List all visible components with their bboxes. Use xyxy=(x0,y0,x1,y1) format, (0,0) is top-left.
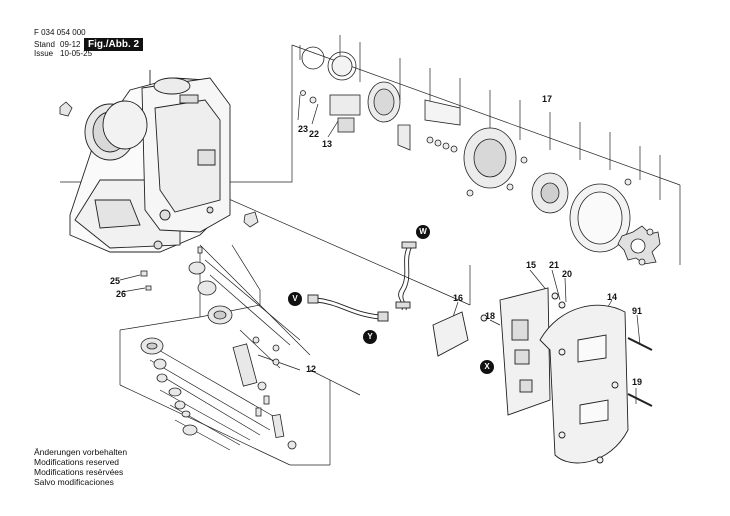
right-lower-parts xyxy=(432,287,653,464)
callout-14: 14 xyxy=(607,292,618,302)
callout-17: 17 xyxy=(542,94,553,104)
modification-notes: Änderungen vorbehalten Modifications res… xyxy=(34,447,127,487)
note-de: Änderungen vorbehalten xyxy=(34,447,128,457)
callout-20: 20 xyxy=(562,269,573,279)
connector-y-marker: Y xyxy=(363,330,377,344)
housing-small-parts xyxy=(59,101,259,291)
leader-lines xyxy=(60,35,681,466)
callout-13: 13 xyxy=(322,139,333,149)
callout-19: 19 xyxy=(632,377,643,387)
cables xyxy=(307,241,417,322)
connector-w-marker: W xyxy=(416,225,430,239)
note-es: Salvo modificaciones xyxy=(34,477,114,487)
note-en: Modifications reserved xyxy=(34,457,120,467)
issue-label: Issue xyxy=(34,49,54,58)
doc-number: F 034 054 000 xyxy=(34,28,86,37)
callout-21: 21 xyxy=(549,260,560,270)
callout-16: 16 xyxy=(453,293,464,303)
callout-18: 18 xyxy=(485,311,496,321)
figure-label: Fig./Abb. 2 xyxy=(84,38,144,51)
connector-x-marker: X xyxy=(480,360,494,374)
stand-value: 09-12 xyxy=(60,40,81,49)
lower-left-parts xyxy=(140,261,297,450)
callout-91: 91 xyxy=(632,306,643,316)
connector-v-marker: V xyxy=(288,292,302,306)
issue-value: 10-05-25 xyxy=(60,49,93,58)
callout-25: 25 xyxy=(110,276,121,286)
callout-22: 22 xyxy=(309,129,320,139)
callout-26: 26 xyxy=(116,289,127,299)
main-housing xyxy=(69,70,231,253)
callout-15: 15 xyxy=(526,260,537,270)
upper-middle-parts xyxy=(300,46,661,266)
stand-label: Stand xyxy=(34,40,55,49)
callout-23: 23 xyxy=(298,124,309,134)
note-fr: Modifications resèrvées xyxy=(34,467,124,477)
callout-12: 12 xyxy=(306,364,317,374)
